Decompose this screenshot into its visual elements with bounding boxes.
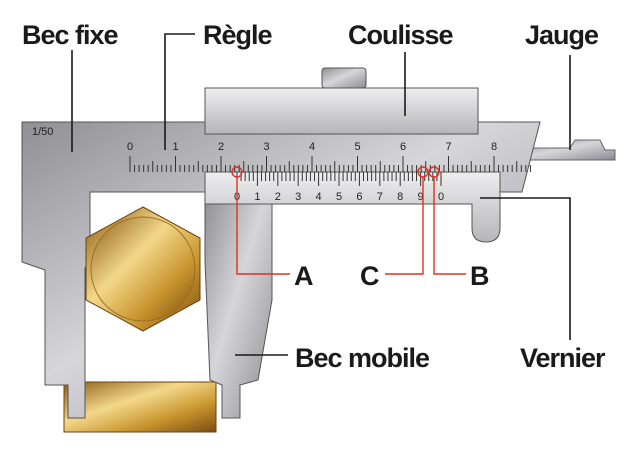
label-b: B [470,261,489,291]
label-bec-fixe: Bec fixe [22,20,119,50]
coulisse-body [204,87,479,135]
main-scale-number: 5 [354,141,360,153]
label-vernier: Vernier [520,343,606,373]
label-c: C [360,261,379,291]
depth-rod [519,139,616,161]
label-regle: Règle [203,20,273,50]
main-scale-number: 4 [309,141,315,153]
main-scale-number: 0 [127,141,133,153]
main-scale-number: 7 [445,141,451,153]
leader-regle [164,33,195,150]
leader-vernier [480,197,571,340]
moving-jaw [204,197,273,419]
leader-c [385,177,424,275]
label-coulisse: Coulisse [348,20,454,50]
main-scale-number: 6 [400,141,406,153]
vernier-number: 5 [336,191,342,203]
label-bec-mobile: Bec mobile [295,343,430,373]
vernier-number: 6 [356,191,362,203]
main-scale-number: 1 [172,141,178,153]
precision-label: 1/50 [32,126,53,138]
main-scale-ticks [129,156,531,172]
leader-a [236,177,290,275]
vernier-number: 1 [254,191,260,203]
main-scale-number: 2 [218,141,224,153]
vernier-number: 9 [418,191,424,203]
leader-b [433,177,466,275]
label-a: A [294,261,313,291]
main-scale-numbers: 0 1 2 3 4 5 6 7 8 [127,141,497,153]
thumb-knob [321,67,367,89]
vernier-scale-ticks [236,172,442,186]
vernier-number: 7 [377,191,383,203]
vernier-plate [204,171,501,243]
gold-tube [63,381,217,433]
vernier-number: 3 [295,191,301,203]
vernier-number: 8 [397,191,403,203]
vernier-number: 2 [275,191,281,203]
vernier-number: 4 [316,191,322,203]
main-scale-number: 3 [263,141,269,153]
label-jauge: Jauge [525,20,599,50]
vernier-number: 0 [438,191,444,203]
main-scale-number: 8 [491,141,497,153]
